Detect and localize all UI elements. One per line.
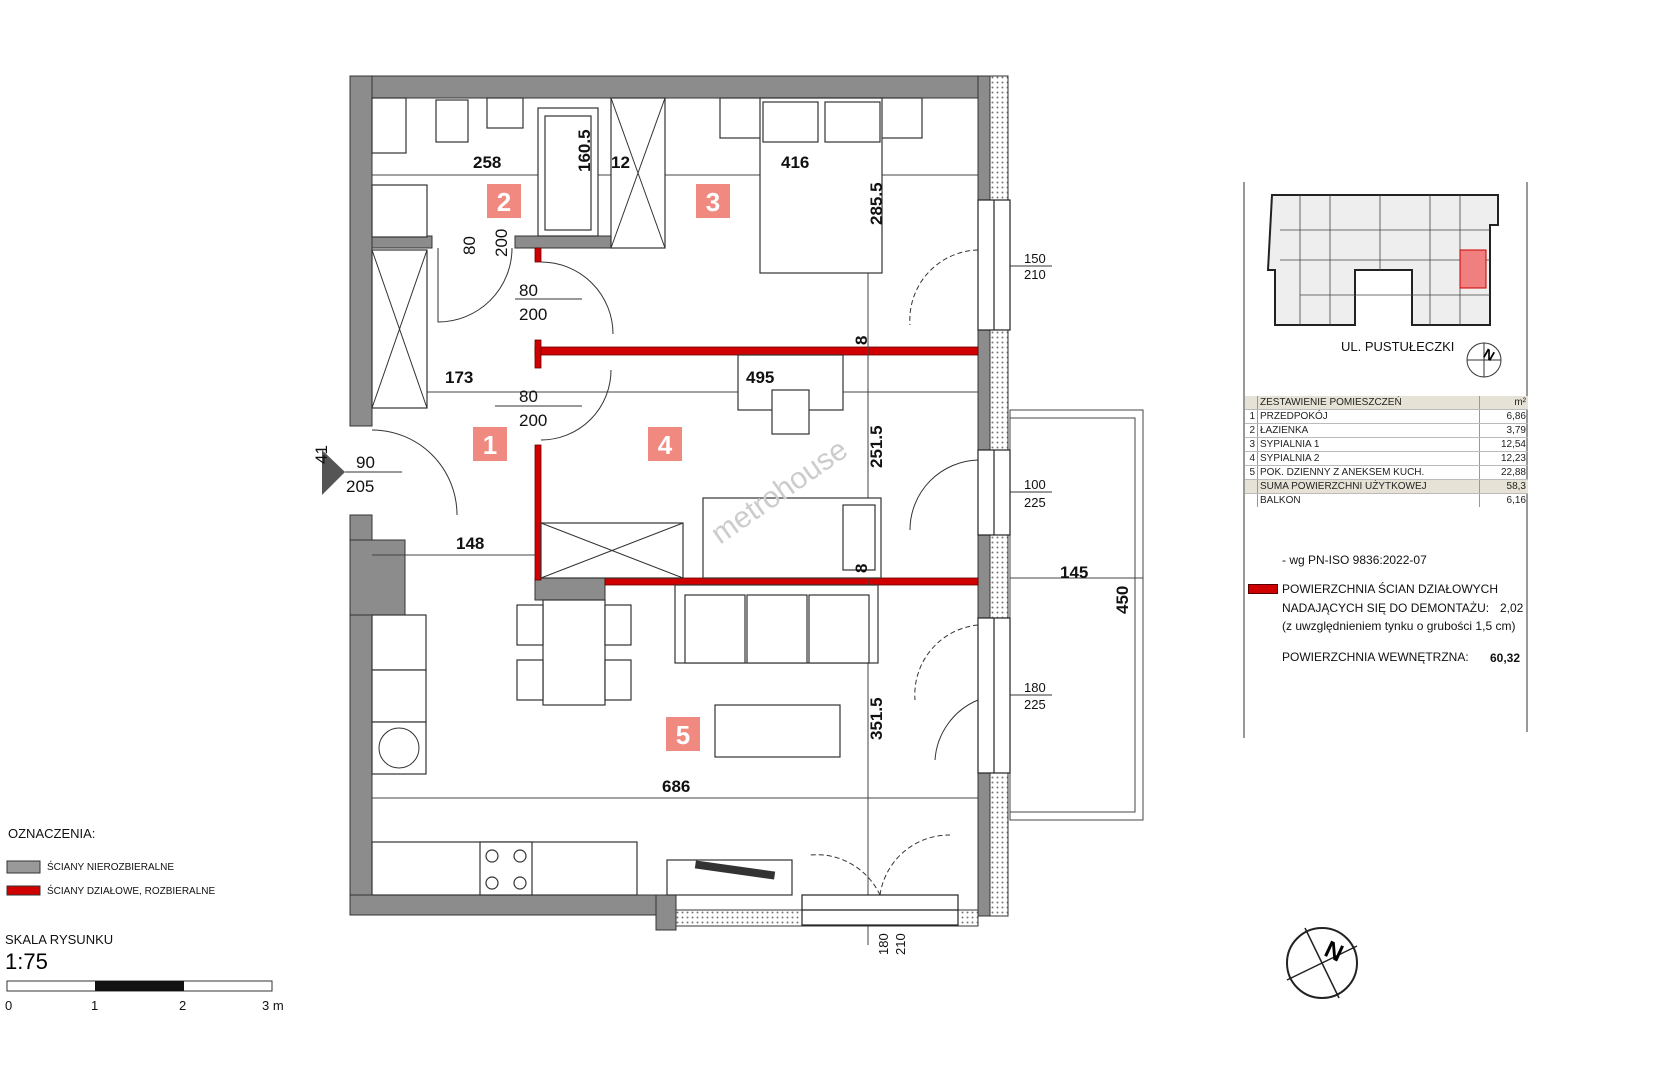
doors-2-h: 200 [519, 411, 547, 430]
room_table-rows-4-no: 5 [1245, 465, 1258, 480]
balcony [1009, 409, 1144, 821]
room_table-unit: m² [1479, 396, 1528, 410]
doors-2-w: 80 [519, 387, 538, 406]
room_table-total-name: SUMA POWIERZCHNI UŻYTKOWEJ [1257, 479, 1480, 494]
door-swings [371, 247, 979, 896]
room_table-rows-0-name: PRZEDPOKÓJ [1257, 409, 1480, 424]
room-number-5: 5 [676, 720, 690, 750]
partition-note-line3: (z uwzględnieniem tynku o grubości 1,5 c… [1282, 619, 1516, 633]
room_table-rows-2-area: 12,54 [1479, 437, 1528, 452]
dimensions-d41: 41 [312, 445, 331, 464]
room-number-2: 2 [497, 187, 511, 217]
doors-3-w: 90 [356, 453, 375, 472]
keyplan-north: N [1481, 345, 1498, 364]
internal-area-value: 60,32 [1490, 651, 1521, 665]
key-plan: UL. PUSTUŁECZKI N [1243, 182, 1528, 738]
dimensions-d8b: 8 [852, 564, 871, 573]
dimensions-d251: 251.5 [867, 425, 886, 468]
room_table-rows-3-area: 12,23 [1479, 451, 1528, 466]
partition-note-line2: NADAJĄCYCH SIĘ DO DEMONTAŻU: [1282, 601, 1490, 615]
doors-0-h: 200 [492, 229, 511, 257]
windows [801, 199, 1011, 926]
windows-1-w: 100 [1024, 477, 1046, 492]
partition-note-line1: POWIERZCHNIA ŚCIAN DZIAŁOWYCH [1282, 582, 1499, 596]
standard-note: - wg PN-ISO 9836:2022-07 [1282, 553, 1427, 567]
legend-items-1: ŚCIANY DZIAŁOWE, ROZBIERALNE [47, 884, 216, 897]
room_table-rows-2-no: 3 [1245, 437, 1258, 452]
load-bearing-walls [349, 75, 991, 931]
room-number-3: 3 [706, 187, 720, 217]
room_table-rows-2-name: SYPIALNIA 1 [1257, 437, 1480, 452]
legend-title: OZNACZENIA: [8, 826, 95, 841]
dimensions-d12: 12 [611, 153, 630, 172]
dimensions-d145: 145 [1060, 563, 1088, 582]
north-arrow: N [1286, 927, 1358, 999]
doors-1-h: 200 [519, 305, 547, 324]
room_table-rows-0-area: 6,86 [1479, 409, 1528, 424]
legend: OZNACZENIA: ŚCIANY NIEROZBIERALNE ŚCIANY… [6, 826, 216, 897]
dimensions-d258: 258 [473, 153, 501, 172]
dimensions-d351: 351.5 [867, 697, 886, 740]
room_table-header: ZESTAWIENIE POMIESZCZEŃ [1257, 396, 1480, 410]
partition-value: 2,02 [1500, 601, 1524, 615]
room_table-rows-0-no: 1 [1245, 409, 1258, 424]
coffee-table [714, 704, 841, 758]
windows-0-w: 150 [1024, 251, 1046, 266]
balcony-row: BALKON 6,16 [1245, 493, 1528, 507]
windows-0-h: 210 [1024, 267, 1046, 282]
room-number-1: 1 [483, 430, 497, 460]
scale-ticks-1: 1 [91, 998, 98, 1013]
room_table-balcony-name: BALKON [1260, 495, 1301, 506]
scale-ticks-3: 3 m [262, 998, 284, 1013]
room_table-rows-3-no: 4 [1245, 451, 1258, 466]
room_table-rows-1-area: 3,79 [1479, 423, 1528, 438]
dimensions-d450: 450 [1113, 586, 1132, 614]
legend-items-0: ŚCIANY NIEROZBIERALNE [47, 860, 174, 873]
dimensions-d8a: 8 [852, 336, 871, 345]
dimensions-d285: 285.5 [867, 182, 886, 225]
windows-1-h: 225 [1024, 495, 1046, 510]
room_table-rows-4-area: 22,88 [1479, 465, 1528, 480]
scale-title: SKALA RYSUNKU [5, 932, 113, 947]
dimensions-d160: 160.5 [575, 129, 594, 172]
furniture [371, 97, 923, 896]
dimension-texts: 258 160.5 12 416 285.5 173 495 8 251.5 1… [312, 129, 1132, 955]
partition-swatch [1248, 584, 1278, 594]
windows-2-w: 180 [1024, 680, 1046, 695]
room_table-rows-3-name: SYPIALNIA 2 [1257, 451, 1480, 466]
room-labels: 1 2 3 4 5 [473, 184, 730, 751]
room_table-rows-1-no: 2 [1245, 423, 1258, 438]
north: N [1320, 936, 1347, 968]
dimensions-d686: 686 [662, 777, 690, 796]
dining-table [542, 599, 606, 706]
dimensions-d495: 495 [746, 368, 774, 387]
dimensions-d416: 416 [781, 153, 809, 172]
room_table-balcony-area: 6,16 [1479, 493, 1528, 507]
scale-ticks-0: 0 [5, 998, 12, 1013]
windows-2-h: 225 [1024, 697, 1046, 712]
room_table-rows-1-name: ŁAZIENKA [1257, 423, 1480, 438]
doors-1-w: 80 [519, 281, 538, 300]
room_table-total-area: 58,3 [1479, 479, 1528, 494]
dimensions-d173: 173 [445, 368, 473, 387]
windows-3-w: 180 [876, 933, 891, 955]
doors-0-w: 80 [460, 236, 479, 255]
room-number-4: 4 [658, 430, 673, 460]
doors-3-h: 205 [346, 477, 374, 496]
internal-area-label: POWIERZCHNIA WEWNĘTRZNA: [1282, 650, 1469, 664]
scale-ticks-2: 2 [179, 998, 186, 1013]
scale-value: 1:75 [5, 949, 48, 974]
dimensions-d148: 148 [456, 534, 484, 553]
room_table-rows-4-name: POK. DZIENNY Z ANEKSEM KUCH. [1257, 465, 1480, 480]
windows-3-h: 210 [893, 933, 908, 955]
scale-bar: SKALA RYSUNKU 1:75 0 1 2 3 m [5, 932, 284, 1013]
keyplan-street: UL. PUSTUŁECZKI [1341, 339, 1454, 354]
